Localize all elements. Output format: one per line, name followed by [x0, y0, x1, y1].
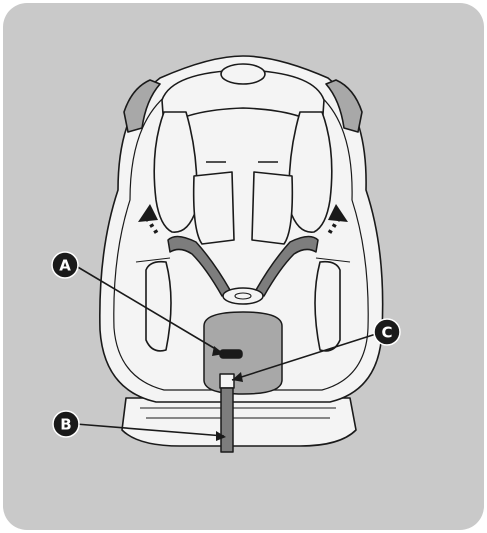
right-side-cushion	[315, 262, 340, 351]
left-shoulder-pad	[194, 172, 234, 244]
callout-b-label: B	[60, 416, 71, 434]
headrest-left-wing	[154, 112, 197, 232]
callout-b: B	[53, 411, 79, 437]
adjuster-buckle	[220, 374, 234, 388]
callout-a: A	[52, 252, 78, 278]
left-side-cushion	[146, 262, 171, 351]
callout-a-label: A	[59, 257, 71, 275]
headrest-handle	[221, 64, 265, 84]
callout-c-label: C	[381, 324, 392, 342]
right-shoulder-pad	[252, 172, 292, 244]
seat-base	[122, 398, 356, 446]
callout-c: C	[374, 319, 400, 345]
adjuster-strap	[221, 388, 233, 452]
headrest-right-wing	[289, 112, 332, 232]
